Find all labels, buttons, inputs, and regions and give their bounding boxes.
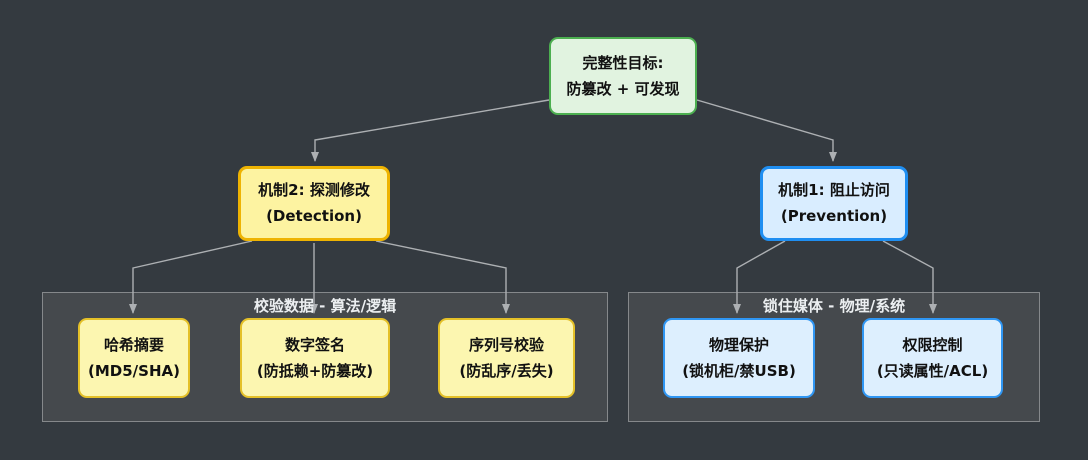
physical-node-line1: 物理保护 (708, 335, 769, 354)
detection-node-line2: (Detection) (266, 207, 362, 225)
child-node-serial-check: 序列号校验 (防乱序/丢失) (438, 318, 575, 398)
edge-root-to-detection (311, 99, 550, 162)
signature-node-line2: (防抵赖+防篡改) (256, 361, 374, 380)
child-node-digital-signature: 数字签名 (防抵赖+防篡改) (240, 318, 390, 398)
hash-node-line2: (MD5/SHA) (88, 361, 180, 380)
signature-node-line1: 数字签名 (284, 335, 345, 354)
physical-node-line2: (锁机柜/禁USB) (682, 361, 796, 380)
root-node-line1: 完整性目标: (582, 53, 664, 72)
root-node-line2: 防篡改 + 可发现 (566, 79, 680, 98)
hash-node-line1: 哈希摘要 (103, 335, 164, 354)
group-title-lock-media: 锁住媒体 - 物理/系统 (762, 297, 906, 315)
prevention-node-line2: (Prevention) (780, 207, 888, 225)
group-title-checksum-data: 校验数据 - 算法/逻辑 (253, 297, 397, 315)
root-node-integrity-goal: 完整性目标: 防篡改 + 可发现 (549, 37, 697, 115)
mechanism-node-detection: 机制2: 探测修改 (Detection) (238, 166, 390, 241)
prevention-node-line1: 机制1: 阻止访问 (778, 181, 890, 200)
permission-node-line2: (只读属性/ACL) (876, 361, 989, 380)
edge-root-to-prevention (696, 99, 837, 162)
child-node-permission-control: 权限控制 (只读属性/ACL) (862, 318, 1003, 398)
detection-node-line1: 机制2: 探测修改 (258, 181, 370, 200)
child-node-physical-protection: 物理保护 (锁机柜/禁USB) (663, 318, 815, 398)
child-node-hash-digest: 哈希摘要 (MD5/SHA) (78, 318, 190, 398)
serial-node-line2: (防乱序/丢失) (459, 361, 554, 380)
permission-node-line1: 权限控制 (902, 335, 963, 354)
mechanism-node-prevention: 机制1: 阻止访问 (Prevention) (760, 166, 908, 241)
serial-node-line1: 序列号校验 (468, 335, 544, 354)
